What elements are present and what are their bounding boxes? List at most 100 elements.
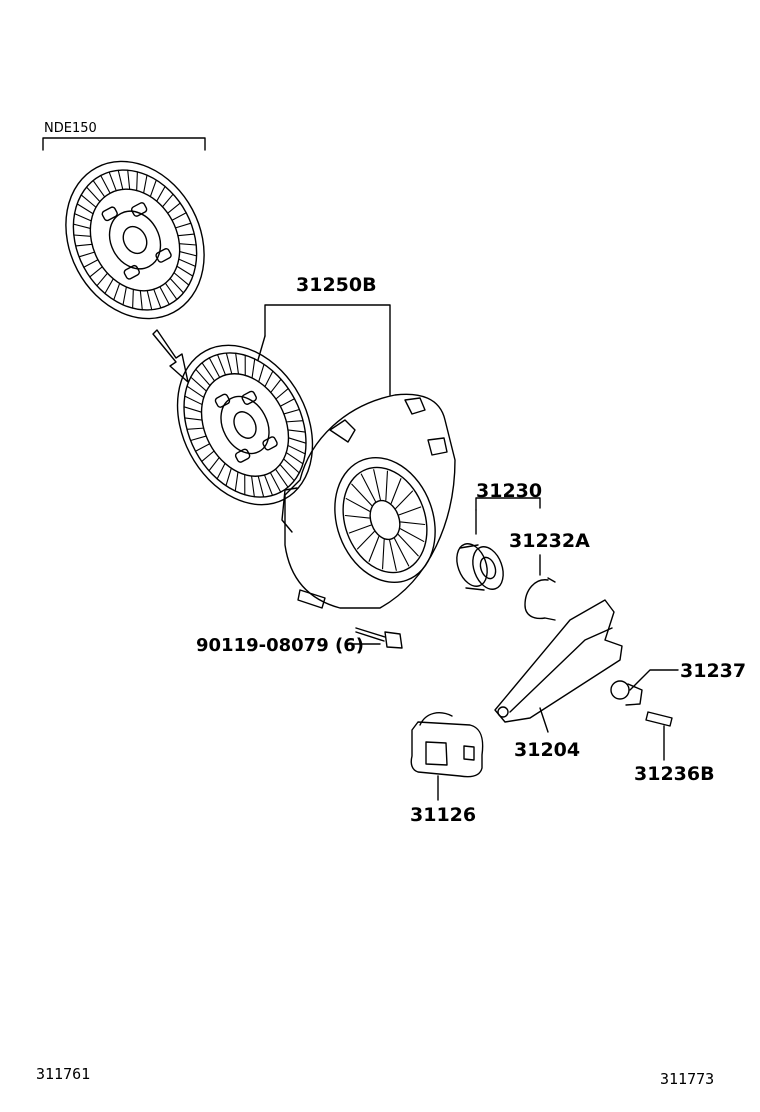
lining-segment xyxy=(287,429,306,433)
lining-segment xyxy=(96,272,108,287)
dust-boot xyxy=(410,712,484,801)
lining-segment xyxy=(270,378,282,393)
lining-segment xyxy=(225,352,233,375)
lining-segment xyxy=(264,370,274,388)
lining-segment xyxy=(186,427,205,430)
lining-segment xyxy=(92,180,106,198)
part-label-31250b: 31250B xyxy=(296,274,377,296)
lower-clutch-disc xyxy=(176,344,314,506)
lining-segment xyxy=(171,212,187,221)
lining-segment xyxy=(176,265,194,277)
lining-segment xyxy=(108,171,117,192)
footer-left-code: 311761 xyxy=(36,1065,90,1083)
lining-segment xyxy=(183,406,203,413)
lining-segment xyxy=(179,251,198,257)
lining-segment xyxy=(201,362,215,382)
lining-segment xyxy=(195,368,211,387)
diaphragm-finger xyxy=(368,536,380,562)
lining-segment xyxy=(169,277,184,294)
lining-segment xyxy=(269,472,282,493)
clutch-cover xyxy=(281,393,456,609)
release-fork xyxy=(494,599,623,733)
lining-segment xyxy=(216,354,227,376)
lining-segment xyxy=(285,451,304,465)
lining-segment xyxy=(201,450,215,463)
diaphragm-finger xyxy=(397,533,419,557)
lining-segment xyxy=(195,443,211,452)
footer-right-code: 311773 xyxy=(660,1070,714,1088)
lining-segment xyxy=(153,288,162,309)
lining-segment xyxy=(173,272,190,286)
lining-segment xyxy=(127,169,131,190)
lining-segment xyxy=(72,223,91,229)
lining-segment xyxy=(225,467,232,487)
lining-segment xyxy=(186,385,205,399)
diaphragm-finger xyxy=(360,473,377,503)
variant-label: NDE150 xyxy=(44,121,97,136)
lining-segment xyxy=(208,457,220,472)
diaphragm-finger xyxy=(399,528,425,543)
lining-segment xyxy=(89,266,103,278)
lining-segment xyxy=(190,435,207,442)
lining-segment xyxy=(113,282,121,301)
lining-segment xyxy=(177,233,195,237)
lining-segment xyxy=(208,357,221,378)
lining-segment xyxy=(178,243,197,246)
diaphragm-finger xyxy=(385,470,389,501)
fork-support xyxy=(610,669,679,706)
diaphragm-finger xyxy=(389,539,397,571)
kit-bracket xyxy=(257,304,391,396)
diaphragm-finger xyxy=(345,497,371,512)
lining-segment xyxy=(287,444,306,455)
lining-segment xyxy=(216,462,226,480)
lining-segment xyxy=(234,471,239,492)
lining-segment xyxy=(279,398,295,407)
lining-segment xyxy=(251,475,255,498)
lining-segment xyxy=(146,290,153,311)
lining-segment xyxy=(75,243,93,247)
lining-segment xyxy=(76,203,94,215)
lining-segment xyxy=(164,282,178,300)
lining-segment xyxy=(159,286,170,306)
bolt-shape xyxy=(345,627,403,649)
diaphragm-finger xyxy=(398,506,422,516)
lining-segment xyxy=(263,474,274,496)
lining-segment xyxy=(162,193,174,208)
lining-segment xyxy=(80,194,97,208)
lining-segment xyxy=(136,171,138,192)
diaphragm-finger xyxy=(356,531,375,550)
diaphragm-finger xyxy=(381,539,385,570)
part-label-31204: 31204 xyxy=(514,739,580,761)
release-bearing xyxy=(456,497,541,591)
lining-segment xyxy=(178,258,196,267)
diaphragm-finger xyxy=(390,478,402,504)
part-label-31237: 31237 xyxy=(680,660,746,682)
lining-segment xyxy=(258,363,265,383)
lining-segment xyxy=(156,185,166,202)
lining-segment xyxy=(132,288,134,309)
lining-segment xyxy=(104,278,114,295)
bearing-clip xyxy=(524,554,556,621)
lining-segment xyxy=(283,408,300,415)
part-label-31230: 31230 xyxy=(476,480,542,502)
lining-segment xyxy=(283,458,300,474)
lining-segment xyxy=(86,186,101,203)
direction-arrow xyxy=(152,329,189,383)
lining-segment xyxy=(251,358,256,379)
part-label-31236b: 31236B xyxy=(634,763,715,785)
fork-support-bolt xyxy=(645,711,673,761)
lining-segment xyxy=(257,475,265,498)
diaphragm-finger xyxy=(344,514,370,519)
lining-segment xyxy=(122,286,127,306)
lining-segment xyxy=(275,387,289,400)
lining-segment xyxy=(117,169,124,190)
lining-segment xyxy=(167,202,181,214)
diaphragm-finger xyxy=(400,521,426,526)
lining-segment xyxy=(83,259,99,268)
part-label-31126: 31126 xyxy=(410,804,476,826)
lining-segment xyxy=(74,213,92,222)
part-label-90119: 90119-08079 (6) xyxy=(196,635,364,656)
lining-segment xyxy=(78,251,96,258)
lining-segment xyxy=(143,174,148,194)
